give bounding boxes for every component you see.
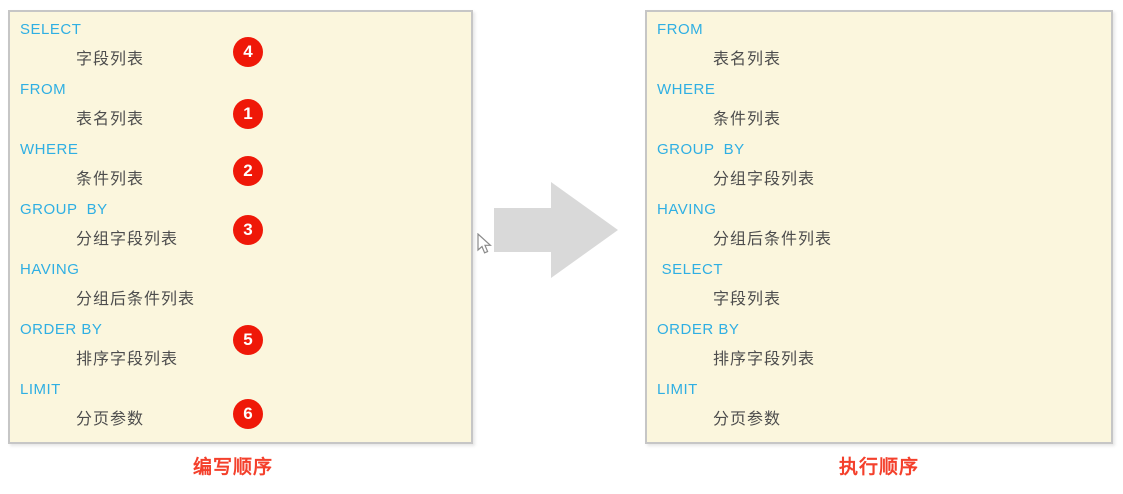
sql-keyword: GROUP BY [20, 201, 108, 218]
sql-keyword: SELECT [20, 21, 82, 38]
sql-keyword: GROUP BY [657, 141, 745, 158]
clause-row-from: FROM 表名列表 [647, 18, 1111, 78]
sql-keyword: FROM [657, 21, 704, 38]
clause-row-limit: LIMIT 分页参数 [647, 378, 1111, 438]
sql-keyword: HAVING [20, 261, 80, 278]
order-badge: 3 [233, 215, 263, 245]
clause-row-order-by: ORDER BY 排序字段列表 [10, 318, 471, 378]
clause-row-select: SELECT 字段列表 [647, 258, 1111, 318]
clause-row-having: HAVING 分组后条件列表 [10, 258, 471, 318]
sql-keyword: LIMIT [657, 381, 698, 398]
writing-order-caption: 编写顺序 [192, 457, 273, 478]
clause-row-order-by: ORDER BY 排序字段列表 [647, 318, 1111, 378]
clause-description: 条件列表 [76, 171, 145, 188]
clause-description: 字段列表 [713, 291, 782, 308]
clause-description: 条件列表 [713, 111, 782, 128]
sql-keyword: ORDER BY [657, 321, 740, 338]
clause-row-select: SELECT 字段列表 [10, 18, 471, 78]
order-badge: 2 [233, 156, 263, 186]
clause-description: 排序字段列表 [76, 351, 179, 368]
mouse-pointer-icon [477, 233, 492, 254]
order-badge: 5 [233, 325, 263, 355]
execution-order-panel: FROM 表名列表 WHERE 条件列表 GROUP BY 分组字段列表 HAV… [645, 10, 1113, 444]
clause-description: 分组后条件列表 [713, 231, 833, 248]
sql-keyword: LIMIT [20, 381, 61, 398]
clause-description: 排序字段列表 [713, 351, 816, 368]
writing-order-panel: SELECT 字段列表 FROM 表名列表 WHERE 条件列表 GROUP B… [8, 10, 473, 444]
right-block-arrow-icon [494, 182, 618, 278]
order-badge: 1 [233, 99, 263, 129]
clause-row-where: WHERE 条件列表 [10, 138, 471, 198]
clause-list: SELECT 字段列表 FROM 表名列表 WHERE 条件列表 GROUP B… [10, 12, 471, 438]
sql-keyword: WHERE [20, 141, 79, 158]
clause-row-limit: LIMIT 分页参数 [10, 378, 471, 438]
clause-description: 分组后条件列表 [76, 291, 196, 308]
sql-keyword: FROM [20, 81, 67, 98]
clause-description: 分组字段列表 [713, 171, 816, 188]
clause-row-where: WHERE 条件列表 [647, 78, 1111, 138]
clause-list: FROM 表名列表 WHERE 条件列表 GROUP BY 分组字段列表 HAV… [647, 12, 1111, 438]
clause-row-from: FROM 表名列表 [10, 78, 471, 138]
clause-row-group-by: GROUP BY 分组字段列表 [647, 138, 1111, 198]
sql-keyword: ORDER BY [20, 321, 103, 338]
clause-row-having: HAVING 分组后条件列表 [647, 198, 1111, 258]
sql-keyword: WHERE [657, 81, 716, 98]
execution-order-caption: 执行顺序 [838, 457, 919, 478]
clause-description: 分组字段列表 [76, 231, 179, 248]
sql-keyword: SELECT [657, 261, 724, 278]
clause-description: 分页参数 [76, 411, 145, 428]
clause-description: 表名列表 [76, 111, 145, 128]
clause-description: 字段列表 [76, 51, 145, 68]
clause-description: 分页参数 [713, 411, 782, 428]
order-badge: 4 [233, 37, 263, 67]
sql-keyword: HAVING [657, 201, 717, 218]
clause-description: 表名列表 [713, 51, 782, 68]
order-badge: 6 [233, 399, 263, 429]
clause-row-group-by: GROUP BY 分组字段列表 [10, 198, 471, 258]
